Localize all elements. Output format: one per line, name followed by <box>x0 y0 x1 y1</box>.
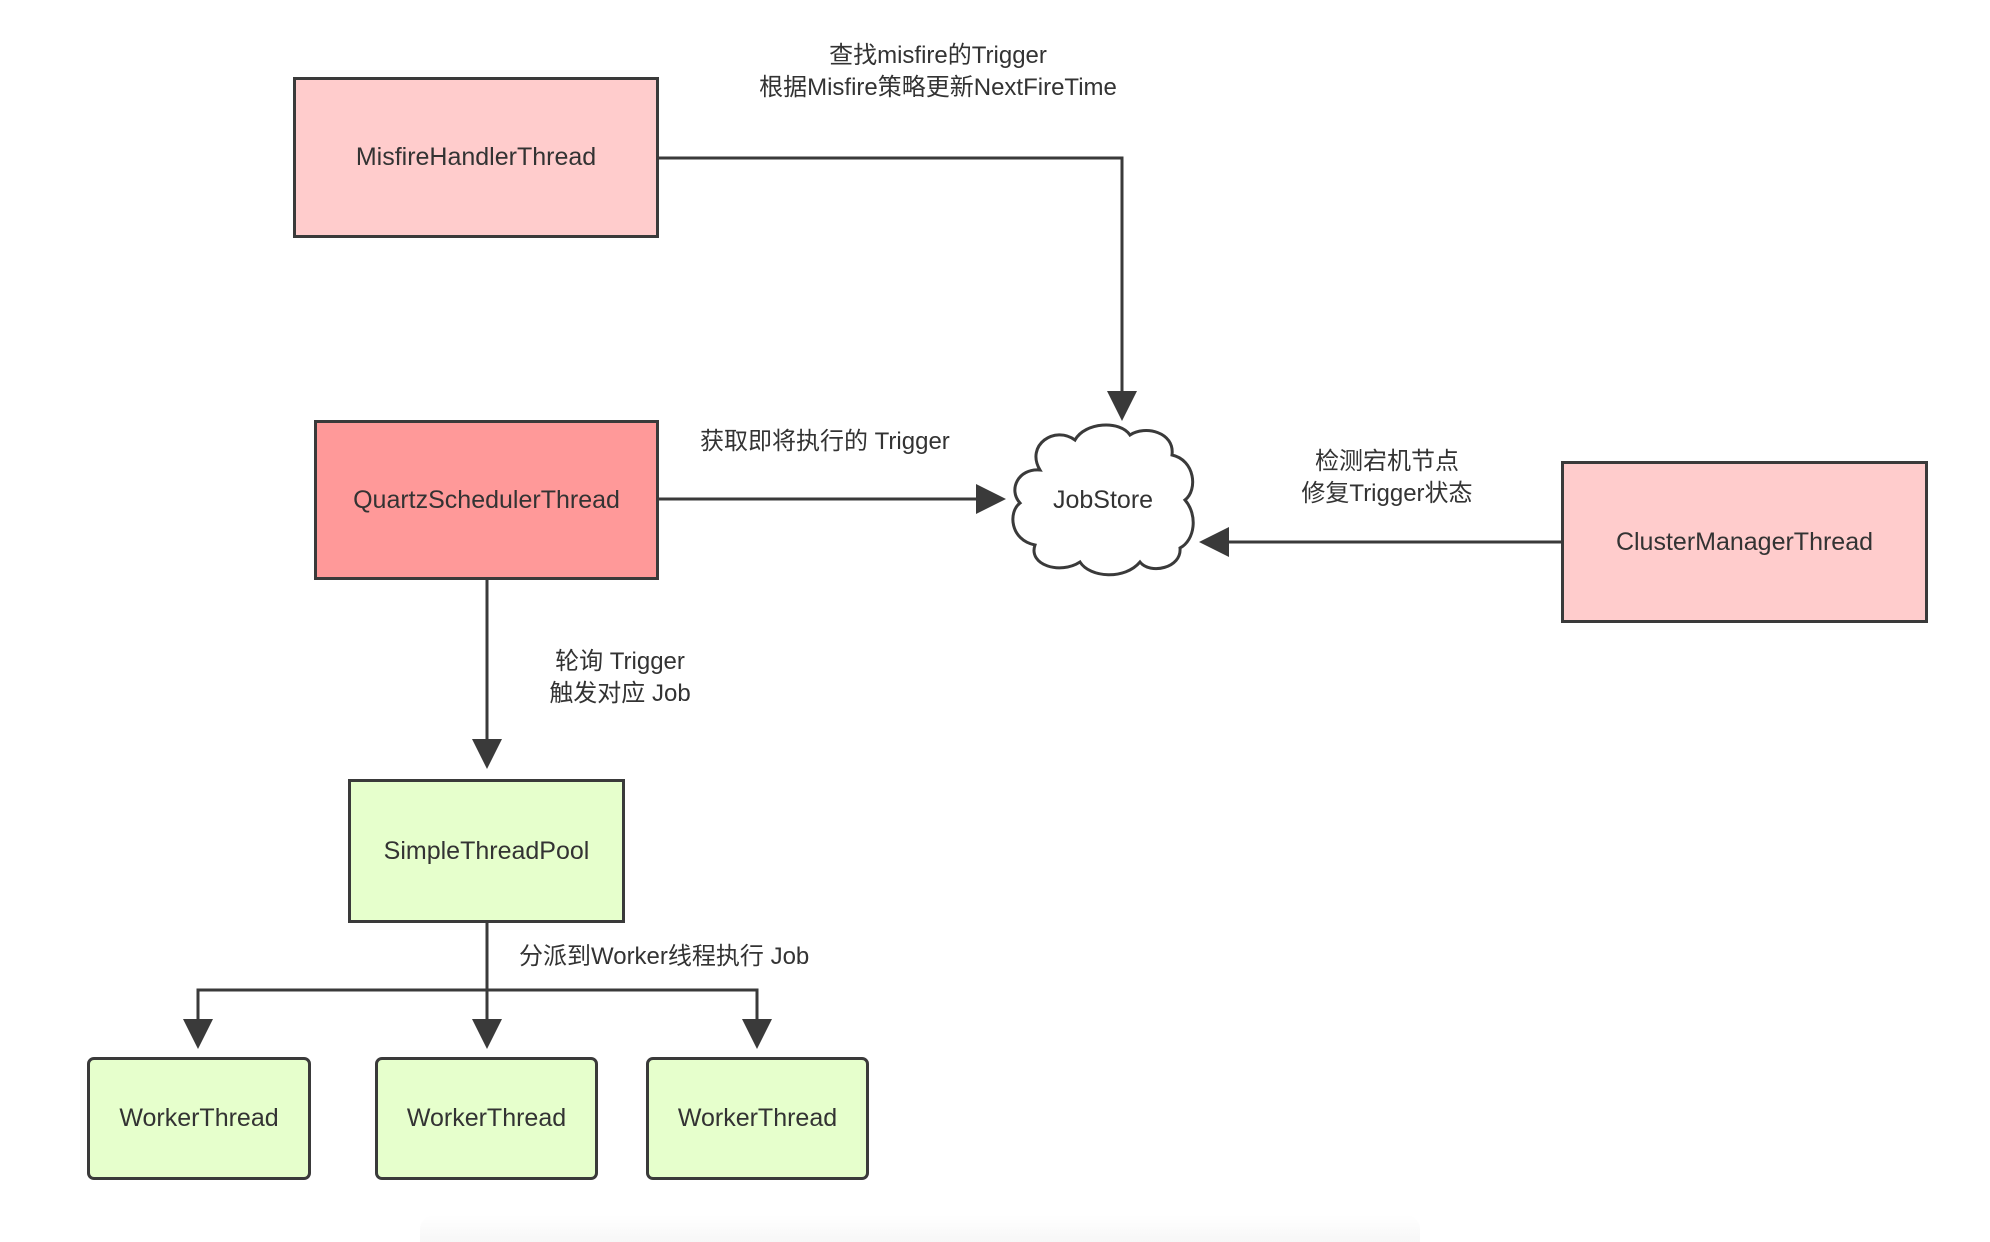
edge-label-scheduler-pool-line-2: 触发对应 Job <box>549 680 691 707</box>
edge-pool-to-worker-3 <box>487 988 772 1049</box>
edge-label-cluster: 检测宕机节点 修复Trigger状态 <box>1287 446 1487 510</box>
edge-label-scheduler-jobstore-line-1: 获取即将执行的 Trigger <box>700 428 950 455</box>
edge-label-cluster-line-1: 检测宕机节点 <box>1315 448 1459 475</box>
simple-thread-pool-label: SimpleThreadPool <box>383 836 590 865</box>
edge-label-scheduler-pool: 轮询 Trigger 触发对应 Job <box>540 646 700 710</box>
edge-label-misfire: 查找misfire的Trigger 根据Misfire策略更新NextFireT… <box>738 40 1138 104</box>
worker-thread-node-2[interactable]: WorkerThread <box>375 1057 598 1180</box>
worker-thread-node-1[interactable]: WorkerThread <box>87 1057 311 1180</box>
worker-thread-label: WorkerThread <box>406 1104 567 1132</box>
quartz-scheduler-thread-label: QuartzSchedulerThread <box>353 485 620 514</box>
edge-label-scheduler-pool-line-1: 轮询 Trigger <box>555 648 685 675</box>
cluster-manager-thread-label: ClusterManagerThread <box>1615 527 1874 556</box>
edge-label-cluster-line-2: 修复Trigger状态 <box>1301 480 1473 507</box>
edge-label-pool-workers: 分派到Worker线程执行 Job <box>519 941 809 973</box>
edge-label-scheduler-jobstore: 获取即将执行的 Trigger <box>700 426 950 458</box>
jobstore-label[interactable]: JobStore <box>1053 486 1154 514</box>
misfire-handler-thread-node[interactable]: MisfireHandlerThread <box>293 77 659 238</box>
bottom-shadow <box>420 1215 1420 1242</box>
quartz-scheduler-thread-node[interactable]: QuartzSchedulerThread <box>314 420 659 580</box>
worker-thread-label: WorkerThread <box>119 1104 279 1132</box>
worker-thread-label: WorkerThread <box>677 1104 838 1132</box>
edge-label-misfire-line-2: 根据Misfire策略更新NextFireTime <box>759 74 1117 101</box>
jobstore-cloud-shape <box>1011 423 1195 577</box>
edge-label-pool-workers-line-1: 分派到Worker线程执行 Job <box>519 943 810 970</box>
edge-misfire-to-jobstore <box>659 156 1137 421</box>
edge-pool-to-worker-1 <box>183 988 487 1049</box>
worker-thread-node-3[interactable]: WorkerThread <box>646 1057 869 1180</box>
simple-thread-pool-node[interactable]: SimpleThreadPool <box>348 779 625 923</box>
misfire-handler-thread-label: MisfireHandlerThread <box>355 143 597 171</box>
edge-label-misfire-line-1: 查找misfire的Trigger <box>829 42 1047 69</box>
cluster-manager-thread-node[interactable]: ClusterManagerThread <box>1561 461 1928 623</box>
